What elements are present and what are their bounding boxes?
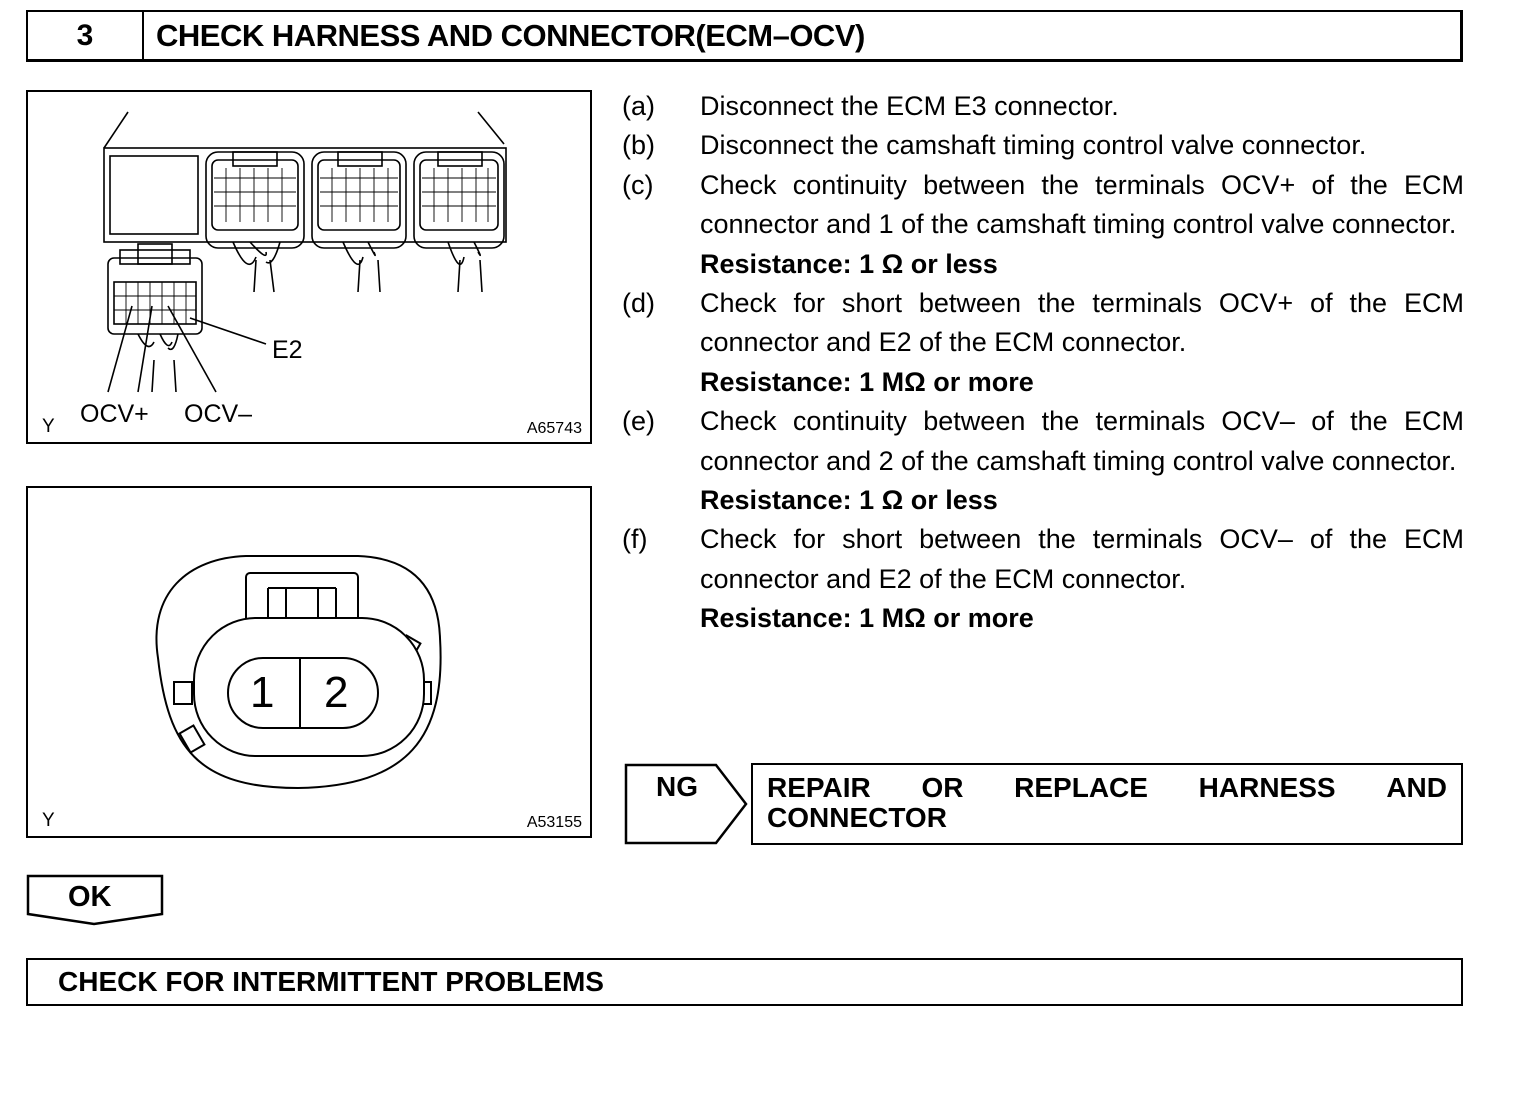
ecm-connector-drawing [103, 111, 507, 393]
terminal-1-label: 1 [250, 668, 275, 717]
ocv-minus-label: OCV– [184, 400, 253, 428]
step-number: 3 [28, 12, 144, 59]
next-step-box: CHECK FOR INTERMITTENT PROBLEMS [26, 958, 1463, 1006]
step-b: (b) Disconnect the camshaft timing contr… [622, 130, 1367, 161]
procedure-steps: (a) Disconnect the ECM E3 connector. (b)… [622, 87, 1464, 639]
terminal-2-label: 2 [324, 668, 349, 717]
figure-corner-letter: Y [42, 416, 55, 437]
step-a: (a) Disconnect the ECM E3 connector. [622, 91, 1119, 121]
step-f: (f) Check for short between the terminal… [622, 524, 1464, 594]
ocv-plus-label: OCV+ [80, 400, 149, 428]
resistance-spec: Resistance: 1 Ω or less [700, 485, 998, 516]
ng-action-box: REPAIR OR REPLACE HARNESS AND CONNECTOR [751, 763, 1463, 845]
step-header: 3 CHECK HARNESS AND CONNECTOR(ECM–OCV) [26, 10, 1463, 62]
ocv-connector-figure: 1 2 Y A53155 [26, 486, 592, 838]
ng-action-line1: REPAIR OR REPLACE HARNESS AND [767, 772, 1447, 803]
step-c: (c) Check continuity between the termina… [622, 169, 1464, 240]
next-step-title: CHECK FOR INTERMITTENT PROBLEMS [58, 966, 604, 997]
ng-label: NG [656, 771, 698, 802]
ecm-connector-figure: E2 OCV+ OCV– Y A65743 [26, 90, 592, 444]
resistance-spec: Resistance: 1 Ω or less [700, 248, 998, 279]
step-e: (e) Check continuity between the termina… [622, 406, 1464, 476]
ocv-connector-drawing [155, 555, 442, 790]
ok-tab-shape [26, 874, 164, 926]
figure-id: A65743 [526, 420, 582, 437]
step-title: CHECK HARNESS AND CONNECTOR(ECM–OCV) [156, 18, 865, 53]
figure-corner-letter: Y [42, 810, 55, 831]
ng-action-line2: CONNECTOR [767, 802, 947, 833]
step-d: (d) Check for short between the terminal… [622, 288, 1464, 358]
figure-id: A53155 [526, 814, 582, 831]
ok-label: OK [68, 881, 112, 913]
ng-arrow-shape [624, 763, 748, 845]
resistance-spec: Resistance: 1 MΩ or more [700, 366, 1034, 397]
e2-label: E2 [272, 336, 303, 364]
resistance-spec: Resistance: 1 MΩ or more [700, 603, 1034, 634]
